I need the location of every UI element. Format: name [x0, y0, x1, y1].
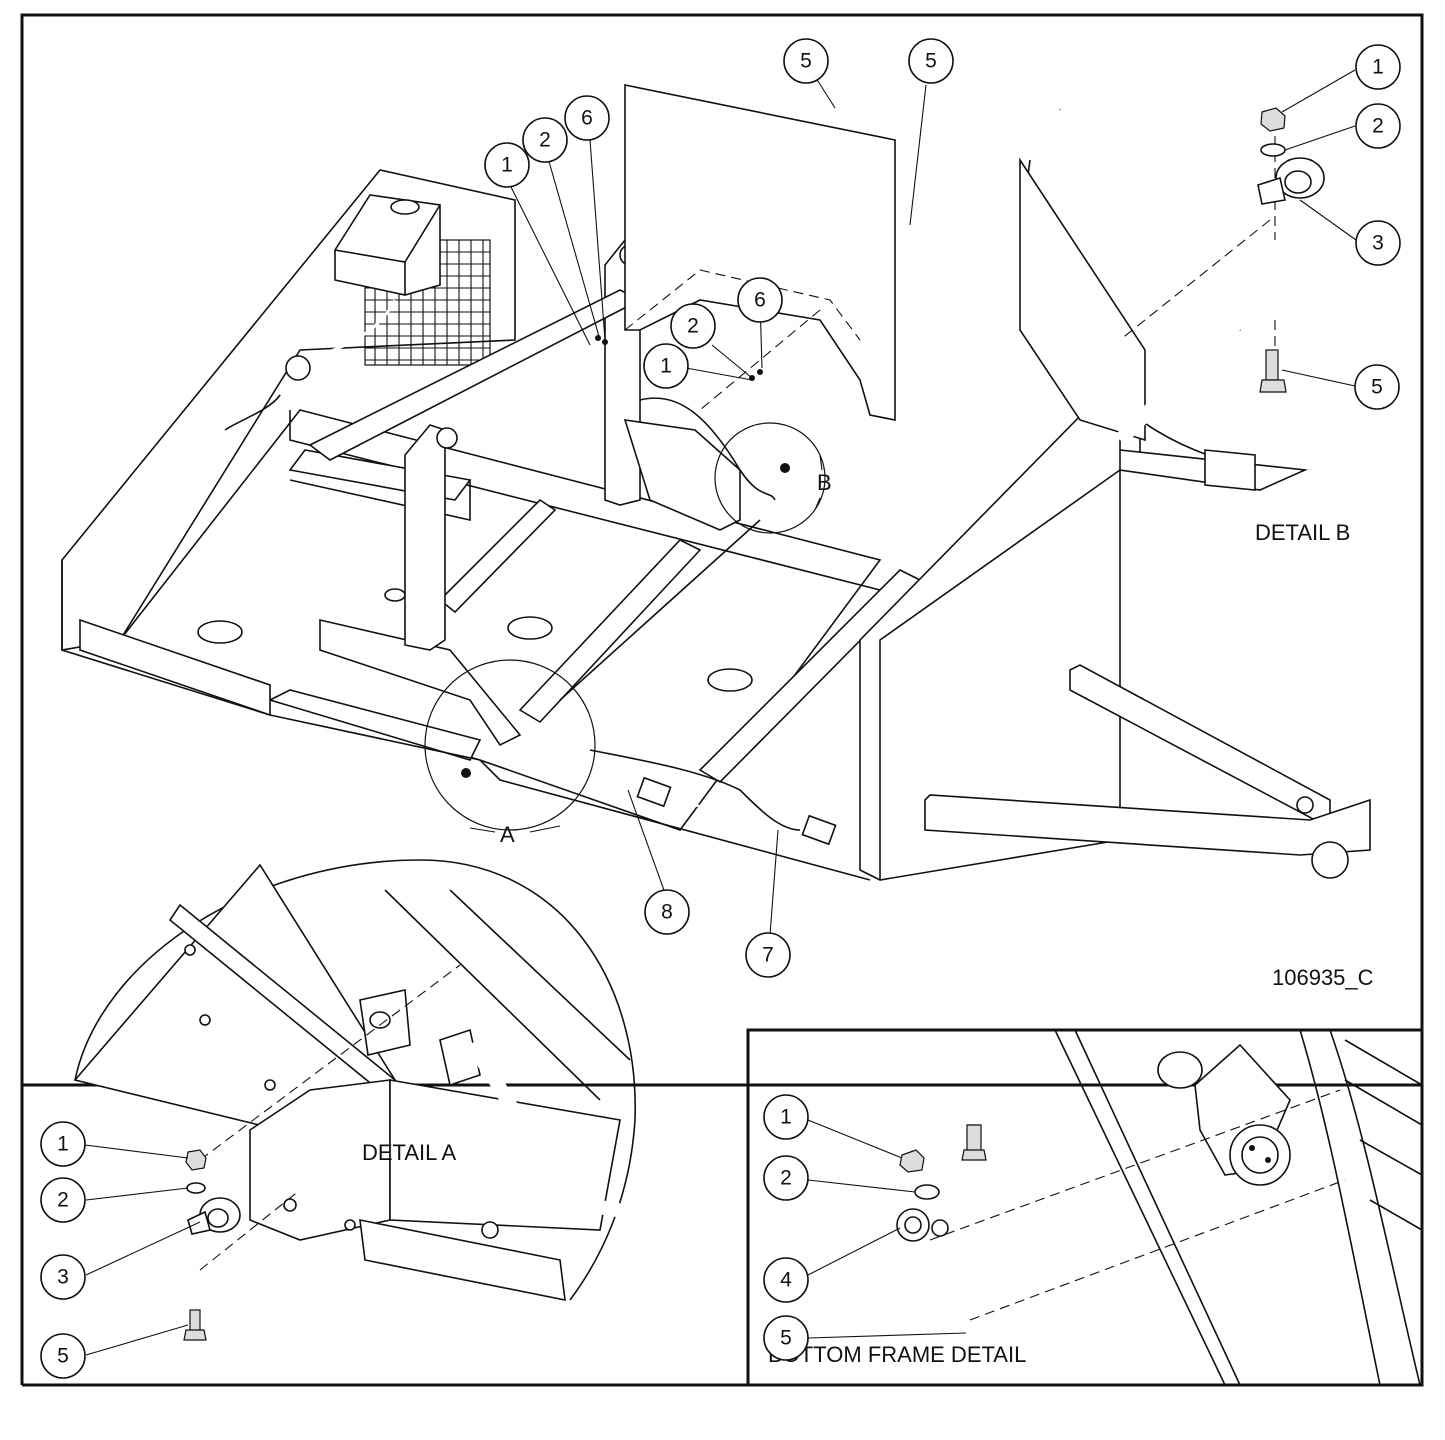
view-a-label: A	[500, 822, 515, 847]
callout-detail-b-3: 3	[1355, 220, 1401, 266]
detail-b-label: DETAIL B	[1255, 520, 1350, 545]
svg-text:2: 2	[780, 1167, 792, 1190]
svg-text:1: 1	[57, 1133, 69, 1156]
drawing-border	[20, 13, 1424, 1087]
callout-detail-a-1: 1	[40, 1121, 86, 1167]
callout-main-6a: 6	[564, 95, 610, 141]
detail-a	[73, 859, 636, 1341]
svg-text:7: 7	[762, 944, 774, 967]
callout-detail-a-3: 3	[40, 1254, 86, 1300]
svg-text:2: 2	[57, 1189, 69, 1212]
callout-detail-b-2: 2	[1355, 103, 1401, 149]
svg-text:2: 2	[687, 315, 699, 338]
tow-tongue	[924, 664, 1371, 879]
svg-text:2: 2	[539, 129, 551, 152]
callout-main-6b: 6	[737, 277, 783, 323]
svg-text:5: 5	[1371, 376, 1383, 399]
callout-main-5a: 5	[783, 38, 829, 84]
callout-main-2a: 2	[522, 117, 568, 163]
main-frame	[61, 84, 1371, 881]
svg-text:1: 1	[501, 154, 513, 177]
callout-detail-b-5: 5	[1354, 364, 1400, 410]
view-b-label: B	[817, 470, 832, 495]
svg-text:1: 1	[1372, 56, 1384, 79]
detail-b	[1019, 106, 1325, 491]
svg-text:6: 6	[581, 107, 593, 130]
junction-box	[334, 194, 441, 296]
svg-text:5: 5	[780, 1327, 792, 1350]
callout-bottom-2: 2	[763, 1155, 809, 1201]
callout-main-5b: 5	[908, 38, 954, 84]
svg-text:5: 5	[925, 50, 937, 73]
callout-detail-a-2: 2	[40, 1177, 86, 1223]
svg-text:6: 6	[754, 289, 766, 312]
bottom-frame-detail	[896, 1029, 1423, 1386]
callout-main-2b: 2	[670, 303, 716, 349]
callout-detail-a-5: 5	[40, 1333, 86, 1379]
callout-main-7: 7	[745, 932, 791, 978]
svg-text:1: 1	[780, 1106, 792, 1129]
callout-main-1b: 1	[643, 343, 689, 389]
callout-main-1a: 1	[484, 142, 530, 188]
callout-detail-b-1: 1	[1355, 44, 1401, 90]
drawing-number: 106935_C	[1272, 965, 1374, 990]
leader-lines	[84, 69, 1357, 1356]
callout-bottom-4: 4	[763, 1257, 809, 1303]
bottom-frame-detail-box	[746, 1028, 1424, 1387]
detail-a-marker	[424, 659, 596, 831]
svg-text:3: 3	[57, 1266, 69, 1289]
svg-text:2: 2	[1372, 115, 1384, 138]
svg-text:8: 8	[661, 901, 673, 924]
callout-bottom-1: 1	[763, 1094, 809, 1140]
callout-main-8: 8	[644, 889, 690, 935]
detail-a-label: DETAIL A	[362, 1140, 456, 1165]
svg-text:3: 3	[1372, 232, 1384, 255]
svg-text:4: 4	[780, 1269, 792, 1292]
detail-b-marker	[714, 422, 826, 534]
bottom-frame-detail-label: BOTTOM FRAME DETAIL	[768, 1342, 1026, 1367]
callout-bottom-5: 5	[763, 1315, 809, 1361]
svg-text:5: 5	[800, 50, 812, 73]
svg-text:5: 5	[57, 1345, 69, 1368]
svg-text:1: 1	[660, 355, 672, 378]
